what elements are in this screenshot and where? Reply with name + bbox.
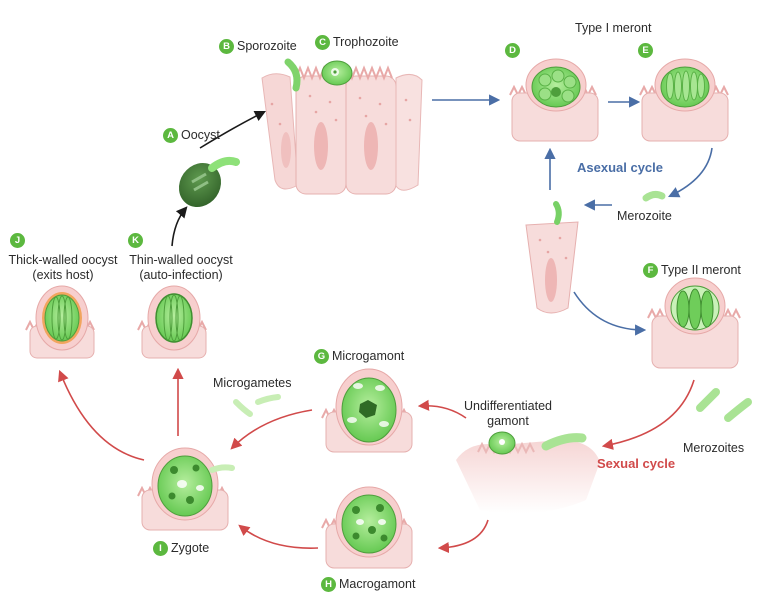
label-microgametes: Microgametes [213, 376, 292, 390]
infected-epithelial-cell-shape [525, 201, 579, 314]
label-k-badge-row: K [128, 233, 146, 249]
asexual-cycle-label: Asexual cycle [577, 160, 664, 175]
label-microgamont-text: Microgamont [332, 349, 405, 363]
badge-d: D [505, 43, 520, 59]
thick-walled-oocyst-shape [25, 285, 95, 359]
oocyst-shape [178, 156, 240, 208]
badge-j: J [10, 233, 25, 249]
blue-arrows [432, 94, 713, 336]
epithelium-cells [261, 65, 423, 195]
type1-meront-d-shape [509, 58, 599, 142]
label-j-badge-row: J [10, 233, 28, 249]
badge-e: E [638, 43, 653, 59]
label-merozoite: Merozoite [617, 209, 672, 223]
thin-walled-oocyst-shape [137, 285, 207, 359]
black-arrows [171, 110, 267, 247]
sporozoite-shape [284, 58, 301, 92]
label-undifferentiated-gamont: Undifferentiated gamont [456, 399, 560, 429]
label-thick-line2: (exits host) [32, 268, 94, 282]
label-thin-line2: (auto-infection) [139, 268, 223, 282]
undifferentiated-gamont-shape [456, 431, 600, 514]
label-merozoites: Merozoites [683, 441, 745, 455]
label-e: E [638, 43, 656, 59]
label-d: D [505, 43, 523, 59]
merozoite-shape [642, 190, 666, 202]
red-arrows [58, 367, 695, 554]
macrogamont-shape [321, 486, 413, 569]
trophozoite-shape [321, 60, 353, 86]
microgamont-shape [321, 368, 413, 453]
label-type1-meront: Type I meront [575, 21, 652, 35]
label-undiff-line1: Undifferentiated [463, 399, 553, 413]
label-thin-line1: Thin-walled oocyst [129, 253, 233, 267]
label-macrogamont-text: Macrogamont [339, 577, 416, 591]
badge-h: H [321, 577, 336, 593]
badge-i: I [153, 541, 168, 557]
label-thick-line1: Thick-walled oocyst [8, 253, 118, 267]
label-thick-walled-oocyst: Thick-walled oocyst (exits host) [4, 253, 122, 283]
microgametes-shape [233, 394, 281, 417]
label-trophozoite-text: Trophozoite [333, 35, 399, 49]
label-sporozoite-text: Sporozoite [237, 39, 297, 53]
badge-b: B [219, 39, 234, 55]
badge-f: F [643, 263, 658, 279]
label-oocyst-text: Oocyst [181, 128, 220, 142]
badge-k: K [128, 233, 143, 249]
type2-meront-shape [647, 277, 741, 369]
sexual-cycle-label: Sexual cycle [597, 456, 676, 471]
zygote-shape [137, 447, 235, 531]
label-undiff-line2: gamont [487, 414, 529, 428]
badge-g: G [314, 349, 329, 365]
label-zygote-text: Zygote [171, 541, 210, 555]
label-thin-walled-oocyst: Thin-walled oocyst (auto-infection) [122, 253, 240, 283]
merozoites-shape [696, 388, 752, 422]
badge-a: A [163, 128, 178, 144]
label-type2-meront-text: Type II meront [661, 263, 741, 277]
badge-c: C [315, 35, 330, 51]
type1-meront-e-shape [639, 58, 729, 142]
